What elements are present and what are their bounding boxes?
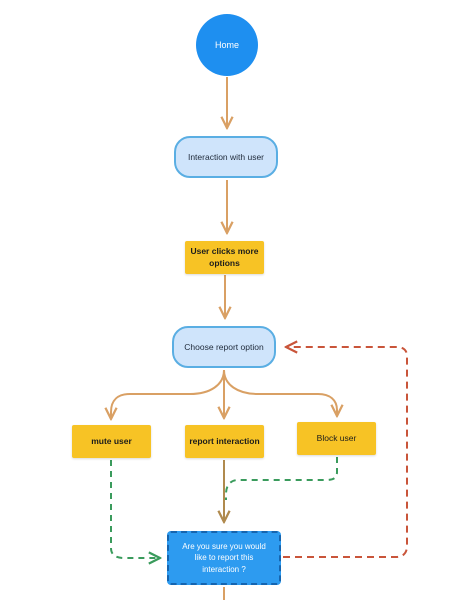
confirm-report-label: Are you sure you would like to report th… [182,541,266,574]
choose-report-label: Choose report option [184,342,264,352]
mute-user-label: mute user [91,435,132,446]
report-interaction-label: report interaction [189,435,260,446]
interaction-label: Interaction with user [187,152,265,162]
branch-to-block [223,369,337,416]
clicks-more-options-node: User clicks more options [185,241,264,274]
mute-to-confirm-arrow [110,460,160,558]
clicks-more-options-label: User clicks more options [190,246,259,268]
interaction-node: Interaction with user [174,136,278,178]
home-node: Home [196,14,258,76]
choose-report-node: Choose report option [172,326,276,368]
block-to-merge-arrow [225,457,338,500]
block-user-node: Block user [297,422,376,455]
branch-to-mute [111,369,225,419]
home-label: Home [214,40,239,50]
report-interaction-node: report interaction [185,425,264,458]
block-user-label: Block user [316,432,357,443]
mute-user-node: mute user [72,425,151,458]
confirm-report-node: Are you sure you would like to report th… [167,531,281,585]
